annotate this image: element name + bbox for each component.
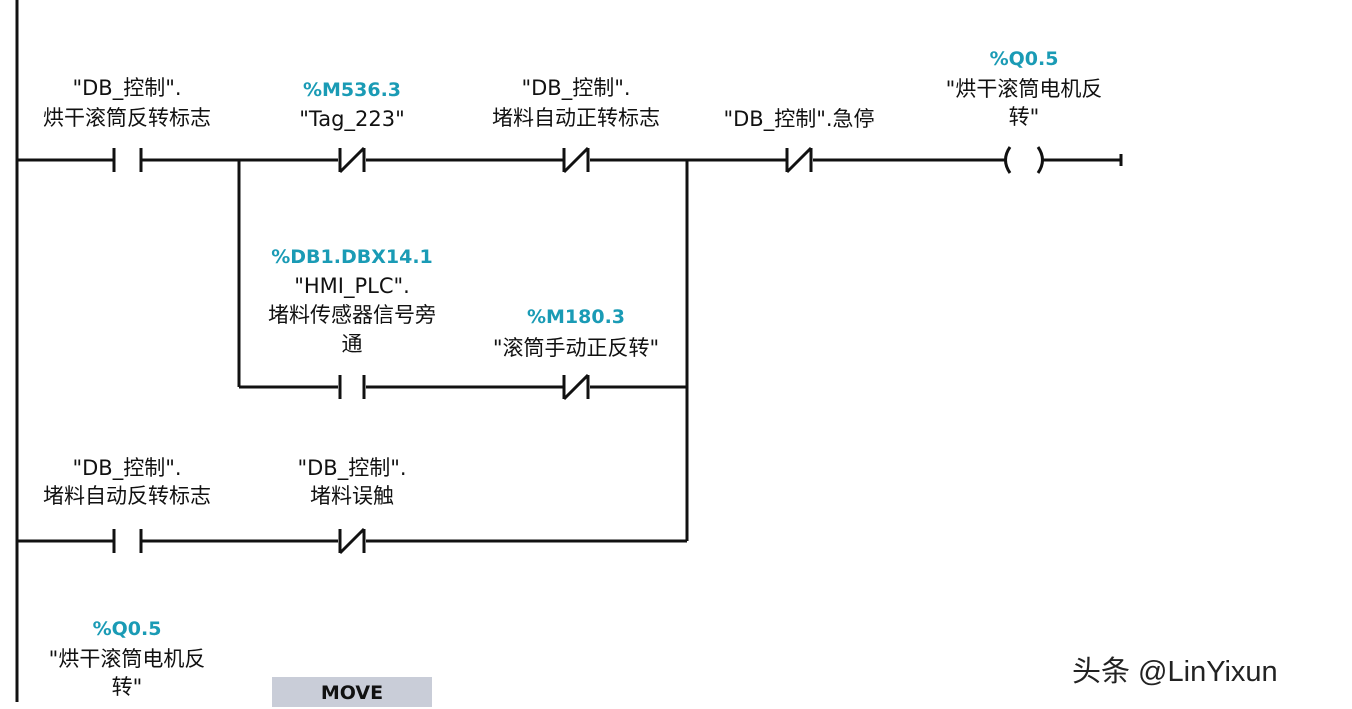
contact-address: %Q0.5: [92, 618, 162, 640]
contact-tag: "DB_控制".急停: [723, 107, 875, 131]
nc-contact-icon: [785, 146, 813, 174]
contact-tag: "DB_控制".: [521, 76, 631, 100]
contact-tag: 转": [111, 675, 143, 699]
no-contact-icon: [112, 148, 143, 172]
contact-address: %M180.3: [526, 306, 626, 328]
contact-tag: "DB_控制".: [72, 76, 182, 100]
nc-contact-icon: [562, 146, 590, 174]
nc-contact-icon: [338, 527, 366, 555]
contact-tag: 堵料传感器信号旁: [268, 303, 436, 327]
contact-tag: "Tag_223": [299, 107, 405, 131]
no-contact-icon: [112, 529, 143, 553]
contact-tag: 堵料自动正转标志: [492, 106, 660, 130]
coil-icon: [1004, 146, 1044, 174]
nc-contact-icon: [338, 146, 366, 174]
contact-tag: "烘干滚筒电机反: [48, 647, 206, 671]
move-instruction-box[interactable]: MOVE: [272, 677, 432, 707]
contact-tag: 通: [341, 332, 363, 356]
contact-tag: "DB_控制".: [72, 456, 182, 480]
watermark: 头条 @LinYixun: [1072, 656, 1278, 688]
coil-tag: 转": [1008, 105, 1040, 129]
contact-tag: "HMI_PLC".: [294, 274, 410, 298]
coil-address: %Q0.5: [989, 48, 1059, 70]
contact-tag: 堵料误触: [310, 484, 394, 508]
contact-tag: "滚筒手动正反转": [492, 336, 660, 360]
contact-tag: "DB_控制".: [297, 456, 407, 480]
contact-address: %M536.3: [302, 79, 402, 101]
nc-contact-icon: [562, 373, 590, 401]
coil-tag: "烘干滚筒电机反: [945, 77, 1103, 101]
contact-address: %DB1.DBX14.1: [271, 246, 433, 268]
no-contact-icon: [338, 375, 366, 399]
contact-tag: 堵料自动反转标志: [43, 484, 211, 508]
contact-tag: 烘干滚筒反转标志: [43, 106, 211, 130]
